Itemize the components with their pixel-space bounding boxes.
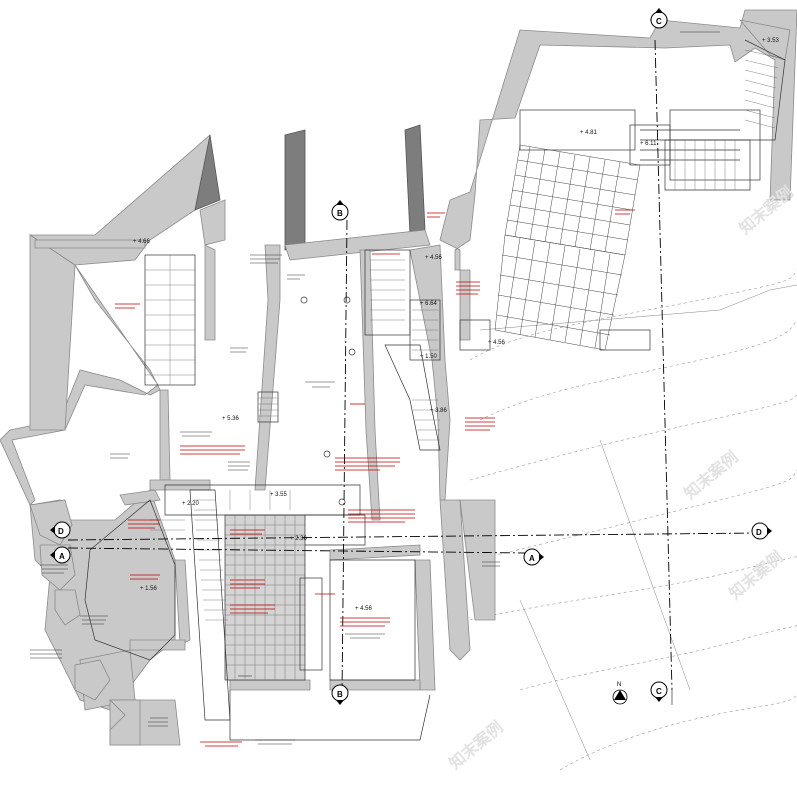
terrain-contours [469,269,797,771]
marker-label: B [337,209,343,218]
level-label: + 2.20 [182,501,200,507]
north-label: N [617,682,621,688]
section-marker-d-right: D [751,522,772,540]
level-label: + 6.64 [420,301,438,307]
level-label: + 3.86 [430,408,448,414]
marker-label: A [59,552,65,561]
watermark-text: 知末案例 [735,182,796,238]
watermark-text: 知末案例 [680,447,741,503]
central-building [0,124,496,741]
marker-label: D [756,528,762,537]
level-label: + 3.53 [762,38,780,44]
marker-label: A [529,554,535,563]
watermark-text: 知末案例 [725,547,786,603]
level-label: + 3.55 [270,492,288,498]
level-label: + 4.56 [355,606,373,612]
section-marker-c-bottom: C [650,681,668,702]
section-marker-b-top: B [331,200,349,221]
small-annotations [30,31,720,747]
level-label: + 4.66 [133,239,151,245]
section-marker-c-top: C [650,8,668,29]
terrace-building [439,9,797,351]
marker-label: B [337,690,343,699]
watermark-text: 知末案例 [445,717,506,773]
level-label: + 4.81 [580,130,598,136]
level-label: + 4.56 [425,255,443,261]
section-marker-a-right: A [523,548,544,566]
level-label: + 1.50 [420,354,438,360]
section-marker-d-left: D [50,521,71,539]
level-label: + 4.56 [488,340,506,346]
section-marker-a-left: A [50,546,71,564]
section-lines [67,39,759,705]
level-label: + 5.36 [222,416,240,422]
level-label: + 6.11 [640,141,657,147]
marker-label: D [58,527,64,536]
level-label: + 2.36 [290,536,308,542]
level-annotations: + 4.66 + 4.81 + 6.11 + 4.56 + 6.64 + 4.5… [133,38,780,612]
marker-label: C [656,687,662,696]
section-marker-b-bottom: B [331,684,349,705]
north-arrow: N [612,682,628,705]
level-label: + 1.56 [140,586,158,592]
marker-label: C [656,17,662,26]
